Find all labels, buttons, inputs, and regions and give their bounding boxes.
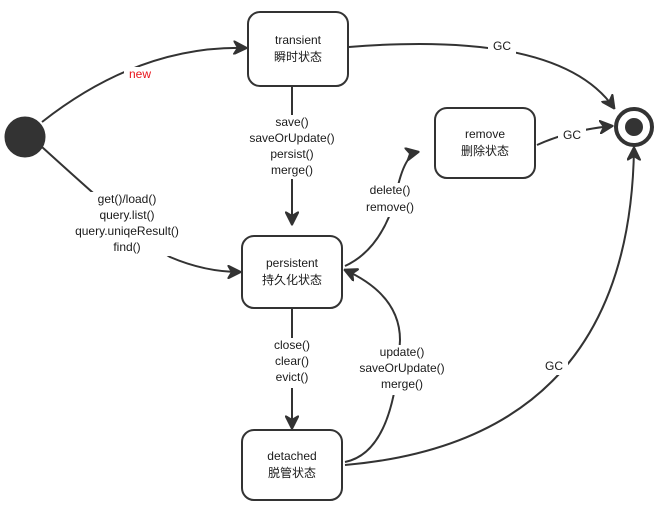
label-delete-line: delete() — [370, 183, 411, 197]
label-group-load: get()/load() query.list() query.uniqeRes… — [60, 192, 196, 256]
label-save-line: save() — [275, 115, 308, 129]
label-save-line: saveOrUpdate() — [249, 131, 334, 145]
state-detached-name-cn: 脱管状态 — [268, 465, 316, 480]
label-group-save: save() saveOrUpdate() persist() merge() — [240, 115, 344, 179]
label-save-line: persist() — [270, 147, 313, 161]
label-load-line: find() — [113, 240, 140, 254]
label-gc-detached: GC — [545, 359, 563, 373]
edge-new — [41, 48, 246, 123]
label-close-line: evict() — [276, 370, 309, 384]
label-group-update: update() saveOrUpdate() merge() — [350, 345, 454, 395]
label-delete-line: remove() — [366, 200, 414, 214]
label-update-line: update() — [380, 345, 425, 359]
label-load-line: query.uniqeResult() — [75, 224, 179, 238]
label-group-close: close() clear() evict() — [266, 338, 318, 388]
label-update-line: saveOrUpdate() — [359, 361, 444, 375]
state-removed-name: remove — [465, 127, 505, 141]
state-persistent: persistent 持久化状态 — [241, 235, 343, 309]
label-gc-removed: GC — [563, 128, 581, 142]
label-close-line: close() — [274, 338, 310, 352]
label-save-line: merge() — [271, 163, 313, 177]
state-transient-name: transient — [275, 33, 322, 47]
state-detached-name: detached — [267, 449, 316, 463]
label-close-line: clear() — [275, 354, 309, 368]
final-node — [614, 107, 654, 147]
label-gc-transient: GC — [493, 39, 511, 53]
label-load-line: get()/load() — [98, 192, 157, 206]
label-group-delete: delete() remove() — [358, 183, 422, 217]
edge-gc-transient — [348, 42, 614, 108]
label-new: new — [129, 67, 151, 81]
label-update-line: merge() — [381, 377, 423, 391]
state-transient: transient 瞬时状态 — [247, 11, 349, 87]
state-persistent-name: persistent — [266, 256, 319, 270]
initial-node — [4, 116, 46, 158]
state-removed-name-cn: 删除状态 — [461, 143, 509, 158]
state-detached: detached 脱管状态 — [241, 429, 343, 501]
label-load-line: query.list() — [99, 208, 154, 222]
state-transient-name-cn: 瞬时状态 — [274, 50, 322, 64]
state-removed: remove 删除状态 — [434, 107, 536, 179]
state-persistent-name-cn: 持久化状态 — [262, 272, 322, 287]
